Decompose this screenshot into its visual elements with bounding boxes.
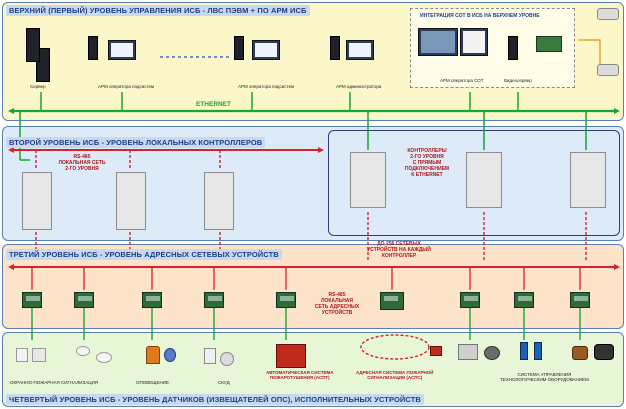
rs485-addr-label: RS-485 ЛОКАЛЬНАЯ СЕТЬ АДРЕСНЫХ УСТРОЙСТВ [314, 292, 360, 316]
card-reader-icon [204, 348, 216, 364]
warning-label: ОПОВЕЩЕНИЕ [136, 380, 169, 385]
controller-cabinet [22, 172, 52, 230]
smoke-detector-icon [76, 346, 90, 356]
address-module [570, 292, 590, 308]
address-module [380, 292, 404, 310]
pump-icon [572, 346, 588, 360]
ethernet-controllers-frame [328, 130, 620, 236]
motor-icon [594, 344, 614, 360]
rs485-l3-arrow-left [8, 264, 14, 270]
eth-controller-cabinet [350, 152, 386, 208]
detector-icon [16, 348, 28, 362]
tech-label: СИСТЕМА УПРАВЛЕНИЯ ТЕХНОЛОГИЧЕСКИМ ОБОРУ… [500, 372, 589, 382]
eth-controllers-label: КОНТРОЛЛЕРЫ 2-ГО УРОВНЯ С ПРЯМЫМ ПОДКЛЮЧ… [404, 148, 450, 178]
workstation-tower-icon [330, 36, 340, 60]
sensor-icon [534, 342, 542, 360]
server-icon [26, 28, 40, 62]
eth-controller-cabinet [466, 152, 502, 208]
up-to-256-label: ДО 256 СЕТЕВЫХ УСТРОЙСТВ НА КАЖДЫЙ КОНТР… [367, 241, 431, 259]
sensor-icon [520, 342, 528, 360]
asps-label: АДРЕСНАЯ СИСТЕМА ПОЖАРНОЙ СИГНАЛИЗАЦИИ (… [356, 370, 434, 380]
siren-icon [164, 348, 176, 362]
capture-card-icon [536, 36, 562, 52]
monitor-icon [108, 40, 136, 60]
camera-icon [597, 8, 619, 20]
level-1-title: ВЕРХНИЙ (ПЕРВЫЙ) УРОВЕНЬ УПРАВЛЕНИЯ ИСБ … [6, 5, 310, 16]
equipment-icon [458, 344, 478, 360]
skud-label: СКУД [218, 380, 230, 385]
rs485-level2-label: RS-485 ЛОКАЛЬНАЯ СЕТЬ 2-ГО УРОВНЯ [58, 154, 106, 172]
arm-admin-label: АРМ администратора [336, 84, 382, 89]
ethernet-arrow-left [8, 108, 14, 114]
aspt-label: АВТОМАТИЧЕСКАЯ СИСТЕМА ПОЖАРОТУШЕНИЯ (АС… [266, 370, 334, 380]
eth-controller-cabinet [570, 152, 606, 208]
address-module [142, 292, 162, 308]
asps-ring [360, 334, 430, 360]
server-label: Сервер [30, 84, 46, 89]
address-module [460, 292, 480, 308]
videoserver-tower-icon [508, 36, 518, 60]
level-4-title: ЧЕТВЕРТЫЙ УРОВЕНЬ ИСБ - УРОВЕНЬ ДАТЧИКОВ… [6, 394, 424, 405]
fire-panel-icon [430, 346, 442, 356]
workstation-tower-icon [234, 36, 244, 60]
monitor-icon [346, 40, 374, 60]
smoke-detector-icon [96, 352, 112, 363]
videoserver-label: Видеосервер [504, 78, 532, 83]
arm-podsistem-1-label: АРМ оператора подсистем [98, 84, 155, 89]
arm-podsistem-2-label: АРМ оператора подсистем [238, 84, 295, 89]
controller-cabinet [116, 172, 146, 230]
rs485-l3-arrow-right [614, 264, 620, 270]
extinguishing-module-icon [276, 344, 306, 368]
beacon-icon [146, 346, 160, 364]
rs485-l2-arrow-left [8, 147, 14, 153]
sot-monitor-icon [460, 28, 488, 56]
address-module [22, 292, 42, 308]
workstation-tower-icon [88, 36, 98, 60]
level-3-title: ТРЕТИЙ УРОВЕНЬ ИСБ - УРОВЕНЬ АДРЕСНЫХ СЕ… [6, 249, 282, 260]
integration-title: ИНТЕГРАЦИЯ СОТ В ИСБ НА ВЕРХНЕМ УРОВНЕ [420, 13, 540, 19]
address-module [514, 292, 534, 308]
lock-icon [220, 352, 234, 366]
address-module [204, 292, 224, 308]
ethernet-arrow-right [614, 108, 620, 114]
address-module [74, 292, 94, 308]
arm-sot-label: АРМ оператора СОТ [440, 78, 484, 83]
monitor-icon [252, 40, 280, 60]
sot-monitor-icon [418, 28, 458, 56]
rs485-l2-arrow-right [318, 147, 324, 153]
level-2-title: ВТОРОЙ УРОВЕНЬ ИСБ - УРОВЕНЬ ЛОКАЛЬНЫХ К… [6, 137, 266, 148]
ops-label: ОХРАННО-ПОЖАРНАЯ СИГНАЛИЗАЦИЯ [10, 380, 99, 385]
ethernet-label: ETHERNET [196, 101, 232, 108]
detector-icon [32, 348, 46, 362]
camera-icon [597, 64, 619, 76]
controller-cabinet [204, 172, 234, 230]
address-module [276, 292, 296, 308]
valve-icon [484, 346, 500, 360]
